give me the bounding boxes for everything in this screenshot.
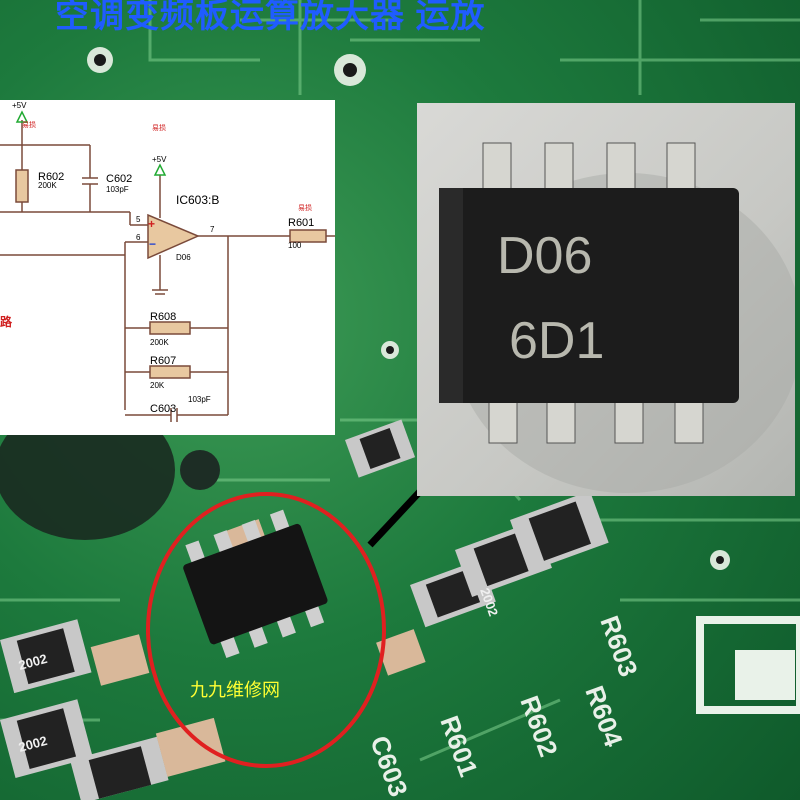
note-label: 易损 xyxy=(22,120,36,129)
resistor-value: 20K xyxy=(150,381,165,390)
resistor-name: R602 xyxy=(38,171,64,183)
note-label: 易损 xyxy=(152,123,166,132)
resistor-name: R601 xyxy=(288,217,314,229)
schematic-panel: +5V +5V 200K 103pF 100 200K 20K 103pF D0… xyxy=(0,100,335,435)
capacitor-name: C603 xyxy=(150,403,176,415)
pin-label: 5 xyxy=(136,215,141,224)
watermark-text: 九九维修网 xyxy=(190,680,280,701)
pin-label: 7 xyxy=(210,225,215,234)
opamp-schematic: +5V +5V 200K 103pF 100 200K 20K 103pF D0… xyxy=(0,101,335,422)
chip-marking-line2: 6D1 xyxy=(509,312,604,370)
page-title: 空调变频板运算放大器 运放 xyxy=(55,0,486,35)
chip-marking-line1: D06 xyxy=(497,227,592,285)
ic-code: D06 xyxy=(176,253,191,262)
resistor-marking: 2002 xyxy=(17,733,49,755)
resistor-value: 100 xyxy=(288,241,302,250)
highlight-circle xyxy=(146,492,386,768)
chip-closeup-photo: D06 6D1 xyxy=(417,103,800,496)
cut-off-label: 路 xyxy=(0,314,13,329)
resistor-name: R607 xyxy=(150,355,176,367)
smd-resistors xyxy=(0,419,609,800)
svg-text:−: − xyxy=(149,237,156,251)
resistor-marking: 2002 xyxy=(17,651,49,673)
resistor-value: 200K xyxy=(150,338,169,347)
board-opamp-chip xyxy=(183,509,328,658)
electrolytic-capacitor xyxy=(0,400,175,540)
capacitor-value: 103pF xyxy=(188,395,211,404)
capacitor-value: 103pF xyxy=(106,185,129,194)
supply-label: +5V xyxy=(12,101,27,110)
resistor-name: R608 xyxy=(150,311,176,323)
resistor-value: 200K xyxy=(38,181,57,190)
svg-text:+: + xyxy=(148,217,155,231)
silkscreen-logo-box xyxy=(696,616,800,714)
supply-label: +5V xyxy=(152,155,167,164)
note-label: 易损 xyxy=(298,203,312,212)
capacitor-body xyxy=(180,450,220,490)
ic-reference: IC603:B xyxy=(176,193,219,207)
pin-label: 6 xyxy=(136,233,141,242)
capacitor-name: C602 xyxy=(106,173,132,185)
chip-body xyxy=(439,188,739,403)
chip-closeup: D06 6D1 xyxy=(439,142,800,493)
